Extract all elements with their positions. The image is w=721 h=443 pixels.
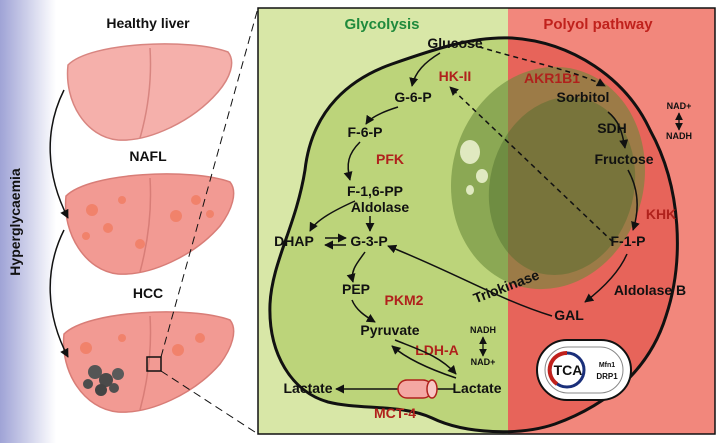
g3p-label: G-3-P: [350, 233, 387, 249]
stage-hcc-label: HCC: [133, 285, 163, 301]
glucose-label: Glucose: [427, 35, 482, 51]
nafl-liver-illustration: [64, 173, 235, 275]
hk2-enzyme-label: HK-II: [439, 68, 472, 84]
gal-label: GAL: [554, 307, 584, 323]
khk-enzyme-label: KHK: [646, 206, 676, 222]
nadh-ldh-label: NADH: [470, 325, 496, 335]
hcc-liver-illustration: [62, 311, 235, 413]
pep-label: PEP: [342, 281, 370, 297]
sdh-label: SDH: [597, 120, 627, 136]
cell-outline: [268, 36, 679, 434]
lactate-inner-label: Lactate: [452, 380, 501, 396]
healthy-liver-illustration: [66, 43, 233, 141]
nad-plus-ldh-label: NAD+: [471, 357, 496, 367]
reaction-arrows: [309, 43, 640, 394]
pyruvate-label: Pyruvate: [360, 322, 419, 338]
progression-arrow-1: [49, 89, 69, 219]
mfn1-label: Mfn1: [599, 362, 615, 369]
hyperglycaemia-gradient-bar: [0, 0, 56, 443]
sorbitol-label: Sorbitol: [557, 89, 610, 105]
ldha-enzyme-label: LDH-A: [415, 342, 459, 358]
aldolase-label: Aldolase: [351, 199, 410, 215]
drp1-label: DRP1: [596, 372, 618, 381]
dhap-label: DHAP: [274, 233, 314, 249]
f16pp-label: F-1,6-PP: [347, 183, 403, 199]
main-panel-border: [257, 7, 716, 435]
zoom-line-bottom: [160, 370, 259, 435]
stage-nafl-label: NAFL: [129, 148, 167, 164]
nad-plus-top-label: NAD+: [667, 101, 692, 111]
zoom-box: [146, 356, 162, 372]
main-panel: Glycolysis Polyol pathway Glucose G-6-P …: [257, 7, 716, 435]
f6p-label: F-6-P: [348, 124, 383, 140]
g6p-label: G-6-P: [394, 89, 431, 105]
pfk-enzyme-label: PFK: [376, 151, 404, 167]
mct4-enzyme-label: MCT-4: [374, 405, 416, 421]
nadh-top-label: NADH: [666, 131, 692, 141]
hyperglycaemia-label: Hyperglycaemia: [7, 168, 23, 276]
tca-label: TCA: [554, 362, 583, 378]
glycolysis-header: Glycolysis: [344, 16, 419, 33]
lactate-outer-label: Lactate: [283, 380, 332, 396]
mitochondrion: TCA Mfn1 DRP1: [536, 339, 632, 401]
aldolase-b-label: Aldolase B: [614, 282, 686, 298]
pkm2-enzyme-label: PKM2: [385, 292, 424, 308]
left-panel: Hyperglycaemia Healthy liver NAFL HCC: [0, 0, 235, 443]
fructose-label: Fructose: [594, 151, 653, 167]
progression-arrow-2: [49, 229, 69, 358]
f1p-label: F-1-P: [611, 233, 646, 249]
mct4-transporter: [397, 379, 438, 399]
polyol-pathway-header: Polyol pathway: [543, 16, 653, 33]
zoom-line-top: [160, 7, 259, 358]
nucleus: [450, 66, 646, 290]
tumour-cluster: [83, 365, 124, 396]
akr1b1-enzyme-label: AKR1B1: [524, 70, 580, 86]
stage-healthy-label: Healthy liver: [106, 15, 190, 31]
